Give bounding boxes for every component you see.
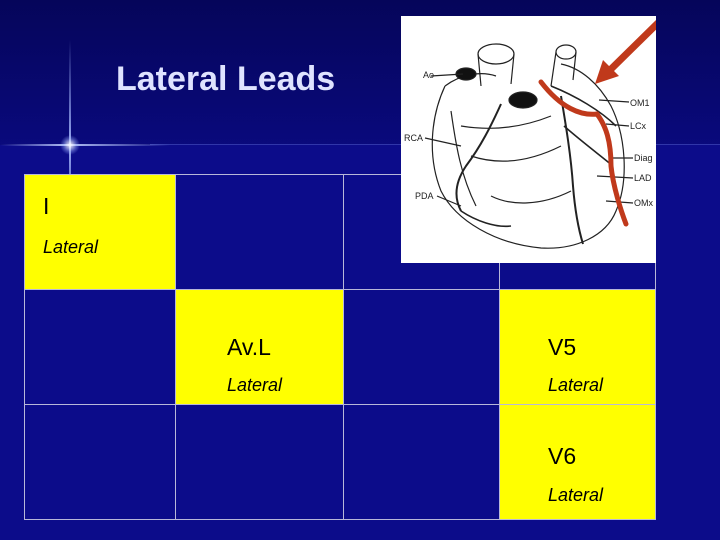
label-diag: Diag (634, 153, 653, 163)
light-flare-horizontal (0, 144, 170, 146)
lead-name: Av.L (227, 334, 271, 360)
lead-region: Lateral (43, 237, 99, 257)
label-om1: OM1 (630, 98, 650, 108)
light-flare-core (60, 135, 80, 155)
coronary-artery-diagram: Ao RCA PDA OM1 LCx Diag LAD OMx (401, 14, 667, 263)
lead-cell-empty (24, 404, 176, 520)
highlighted-artery-path (538, 79, 629, 227)
lead-cell-empty (175, 174, 344, 290)
label-lcx: LCx (630, 121, 647, 131)
lead-name: I (43, 193, 50, 219)
lead-name: V5 (548, 334, 577, 360)
lead-cell-empty (175, 404, 344, 520)
lead-cell-empty (24, 289, 176, 405)
label-rca: RCA (404, 133, 423, 143)
lead-cell-empty (343, 289, 500, 405)
lead-region: Lateral (227, 375, 283, 395)
lead-region: Lateral (548, 485, 604, 505)
label-lad: LAD (634, 173, 652, 183)
lead-cell-v6: V6 Lateral (499, 404, 656, 520)
lead-cell-v5: V5 Lateral (499, 289, 656, 405)
label-ao: Ao (423, 70, 434, 80)
slide-title: Lateral Leads (116, 60, 336, 98)
lead-cell-empty (343, 404, 500, 520)
heart-illustration: Ao RCA PDA OM1 LCx Diag LAD OMx (404, 14, 667, 249)
label-omx: OMx (634, 198, 653, 208)
lead-region: Lateral (548, 375, 604, 395)
arrow-head-icon (595, 60, 619, 84)
label-pda: PDA (415, 191, 434, 201)
lead-cell-avl: Av.L Lateral (175, 289, 344, 405)
lead-cell-i: I Lateral (24, 174, 176, 290)
arrow-shaft (602, 14, 667, 78)
lead-name: V6 (548, 443, 577, 469)
